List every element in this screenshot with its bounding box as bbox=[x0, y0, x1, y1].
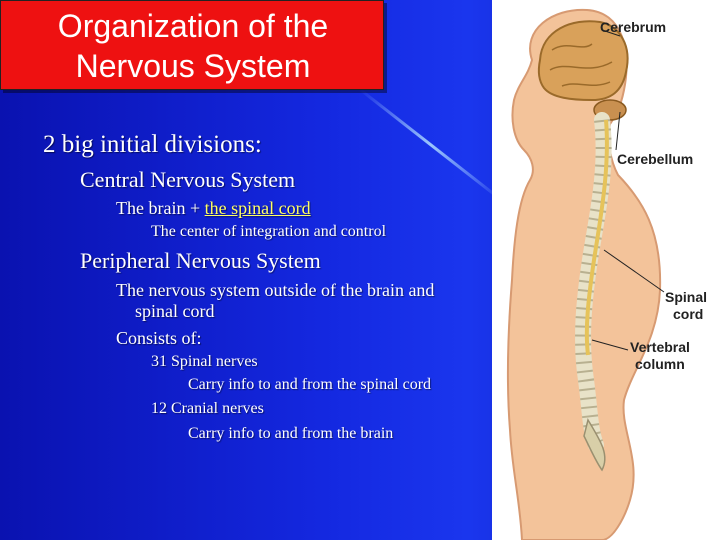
label-vertebral-column-line2: column bbox=[635, 356, 685, 372]
bullet-cranial-nerves: 12 Cranial nerves bbox=[151, 400, 264, 417]
bullet-divisions: 2 big initial divisions: bbox=[43, 131, 262, 158]
label-vertebral-column-line1: Vertebral bbox=[630, 339, 690, 355]
bullet-pns: Peripheral Nervous System bbox=[80, 248, 321, 273]
vertebral-column-shape bbox=[575, 112, 612, 453]
label-cerebellum: Cerebellum bbox=[617, 151, 693, 167]
nervous-system-diagram: Cerebrum Cerebellum Spinal cord Vertebra… bbox=[506, 8, 707, 540]
label-spinal-cord-line2: cord bbox=[673, 306, 703, 322]
title-box: Organization of the Nervous System bbox=[0, 0, 384, 90]
slide-title: Organization of the Nervous System bbox=[1, 6, 385, 86]
cerebrum-shape bbox=[537, 20, 629, 102]
bullet-cns-desc: The brain + the spinal cord bbox=[116, 198, 311, 219]
bullet-cns: Central Nervous System bbox=[80, 167, 296, 192]
title-line-1: Organization of the bbox=[57, 8, 329, 44]
cns-desc-prefix: The brain + bbox=[116, 198, 205, 218]
spinal-cord-shape bbox=[584, 119, 609, 356]
bullet-consists: Consists of: bbox=[116, 328, 202, 348]
bullet-spinal-nerves-desc: Carry info to and from the spinal cord bbox=[188, 376, 432, 393]
bullet-spinal-nerves: 31 Spinal nerves bbox=[151, 353, 258, 370]
label-cerebrum: Cerebrum bbox=[600, 19, 666, 35]
anatomy-illustration: Cerebrum Cerebellum Spinal cord Vertebra… bbox=[492, 0, 720, 540]
bullet-cranial-nerves-desc: Carry info to and from the brain bbox=[188, 425, 394, 442]
spinal-cord-link[interactable]: the spinal cord bbox=[204, 198, 311, 218]
label-spinal-cord-line1: Spinal bbox=[665, 289, 707, 305]
bullet-cns-center: The center of integration and control bbox=[151, 223, 387, 240]
title-line-2: Nervous System bbox=[75, 48, 311, 84]
bullet-pns-desc-1: The nervous system outside of the brain … bbox=[116, 280, 435, 300]
bullet-pns-desc-2: spinal cord bbox=[135, 301, 215, 321]
